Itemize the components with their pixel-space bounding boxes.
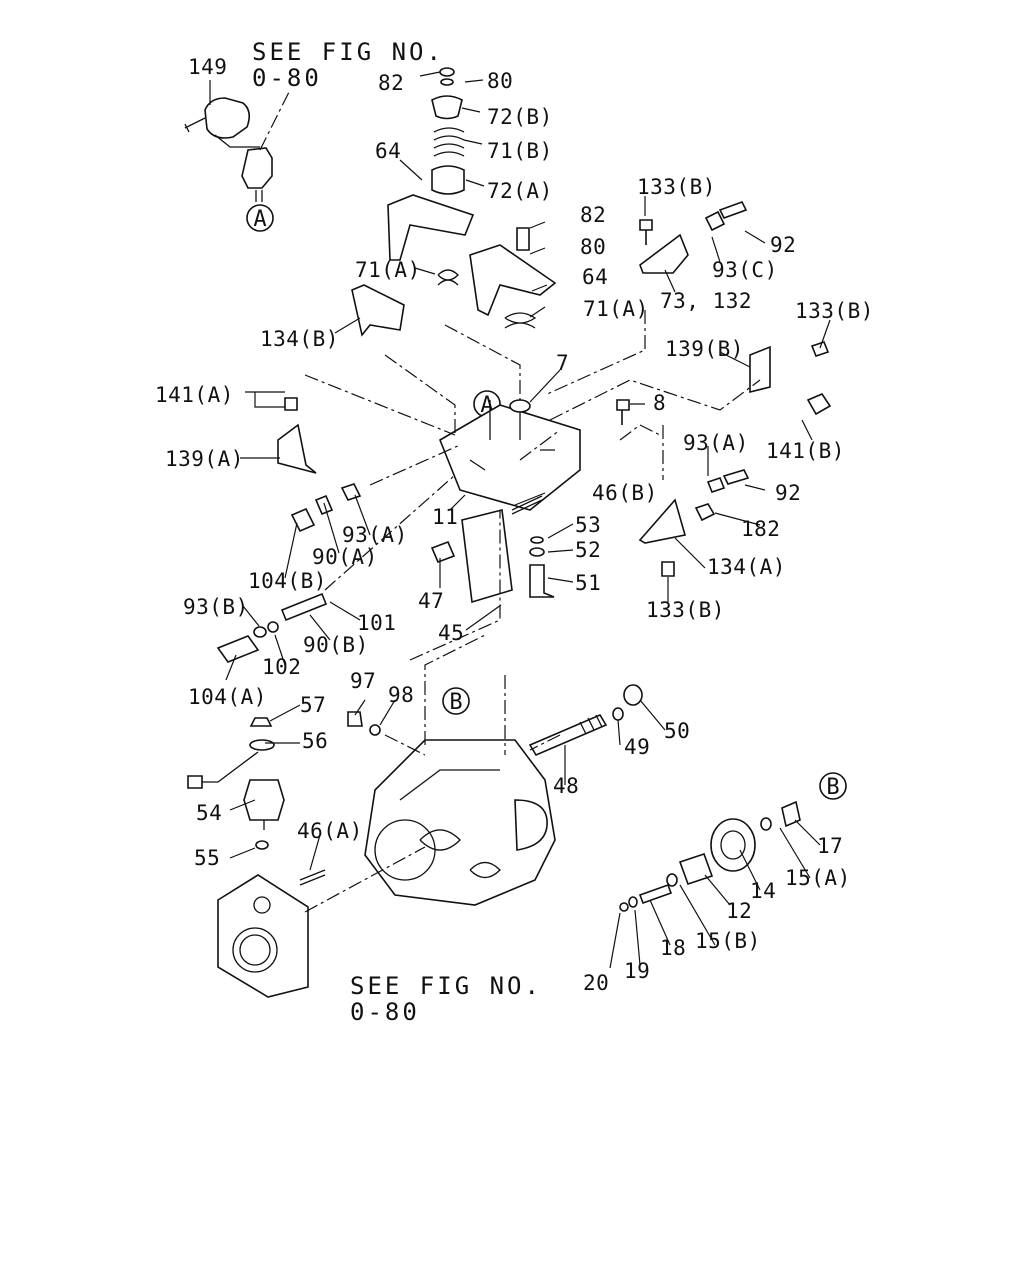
part-labels: 149 82 80 72(B) 71(B) 64 72(A) 133(B) 82…	[155, 55, 874, 995]
label-71a1: 71(A)	[355, 258, 421, 282]
label-17: 17	[817, 834, 843, 858]
marker-a-top: A	[246, 204, 274, 232]
label-55: 55	[194, 846, 220, 870]
label-64b: 64	[582, 265, 608, 289]
label-101: 101	[357, 611, 396, 635]
part-sensor-54	[187, 717, 285, 850]
label-80b: 80	[580, 235, 606, 259]
label-149: 149	[188, 55, 227, 79]
label-72a: 72(A)	[487, 179, 553, 203]
label-90b: 90(B)	[303, 633, 369, 657]
label-11: 11	[432, 505, 458, 529]
leader-lines	[209, 71, 831, 969]
label-92b: 92	[775, 481, 801, 505]
part-pump-housing	[364, 739, 556, 906]
part-brackets	[277, 233, 832, 544]
label-54: 54	[196, 801, 222, 825]
label-64a: 64	[375, 139, 401, 163]
marker-b-mid: B	[442, 687, 470, 715]
label-46b: 46(B)	[592, 481, 658, 505]
label-133b1: 133(B)	[637, 175, 716, 199]
label-12: 12	[726, 899, 752, 923]
label-8: 8	[653, 391, 666, 415]
label-15b: 15(B)	[695, 929, 761, 953]
label-139b: 139(B)	[665, 337, 744, 361]
label-45: 45	[438, 621, 464, 645]
label-51: 51	[575, 571, 601, 595]
part-governor-cover	[439, 399, 581, 511]
label-18: 18	[660, 936, 686, 960]
part-97-98	[347, 711, 381, 736]
label-93b: 93(B)	[183, 595, 249, 619]
label-52: 52	[575, 538, 601, 562]
label-53: 53	[575, 513, 601, 537]
label-98: 98	[388, 683, 414, 707]
marker-b-right: B	[819, 772, 847, 800]
reference-bottom-line1: SEE FIG NO.	[350, 972, 542, 1000]
reference-bottom-line2: 0-80	[350, 998, 420, 1026]
part-feed-pump	[619, 800, 801, 912]
label-82b: 82	[580, 203, 606, 227]
part-bolts	[284, 201, 830, 577]
assembly-lines	[259, 89, 761, 913]
label-50: 50	[664, 719, 690, 743]
part-149-sensor	[184, 97, 273, 202]
part-top-stack	[431, 67, 465, 195]
label-19: 19	[624, 959, 650, 983]
label-72b: 72(B)	[487, 105, 553, 129]
label-104b: 104(B)	[248, 569, 327, 593]
label-134a: 134(A)	[707, 555, 786, 579]
label-90a: 90(A)	[312, 545, 378, 569]
label-141a: 141(A)	[155, 383, 234, 407]
svg-text:B: B	[449, 690, 462, 715]
label-7: 7	[556, 351, 569, 375]
reference-bottom: SEE FIG NO. 0-80	[350, 972, 542, 1026]
label-49: 49	[624, 735, 650, 759]
label-73: 73, 132	[660, 289, 752, 313]
label-102: 102	[262, 655, 301, 679]
label-97: 97	[350, 669, 376, 693]
label-93a2: 93(A)	[342, 523, 408, 547]
label-71a2: 71(A)	[583, 297, 649, 321]
label-15a: 15(A)	[785, 866, 851, 890]
label-20: 20	[583, 971, 609, 995]
label-47: 47	[418, 589, 444, 613]
label-82a: 82	[378, 71, 404, 95]
label-14: 14	[750, 879, 776, 903]
label-139a: 139(A)	[165, 447, 244, 471]
label-93a1: 93(A)	[683, 431, 749, 455]
svg-text:B: B	[826, 775, 839, 800]
part-shaft-48	[528, 684, 643, 757]
reference-top-line2: 0-80	[252, 64, 322, 92]
label-57: 57	[300, 693, 326, 717]
reference-top-line1: SEE FIG NO.	[252, 38, 444, 66]
label-48: 48	[553, 774, 579, 798]
svg-text:A: A	[253, 207, 266, 232]
label-134b: 134(B)	[260, 327, 339, 351]
label-141b: 141(B)	[766, 439, 845, 463]
part-64-levers	[387, 194, 557, 329]
label-133b2: 133(B)	[795, 299, 874, 323]
label-182: 182	[741, 517, 780, 541]
label-104a: 104(A)	[188, 685, 267, 709]
label-133b3: 133(B)	[646, 598, 725, 622]
label-92a: 92	[770, 233, 796, 257]
reference-top: SEE FIG NO. 0-80	[252, 38, 444, 92]
label-80a: 80	[487, 69, 513, 93]
label-46a: 46(A)	[297, 819, 363, 843]
label-93c: 93(C)	[712, 258, 778, 282]
label-56: 56	[302, 729, 328, 753]
label-71b: 71(B)	[487, 139, 553, 163]
part-front-cover	[217, 869, 326, 998]
